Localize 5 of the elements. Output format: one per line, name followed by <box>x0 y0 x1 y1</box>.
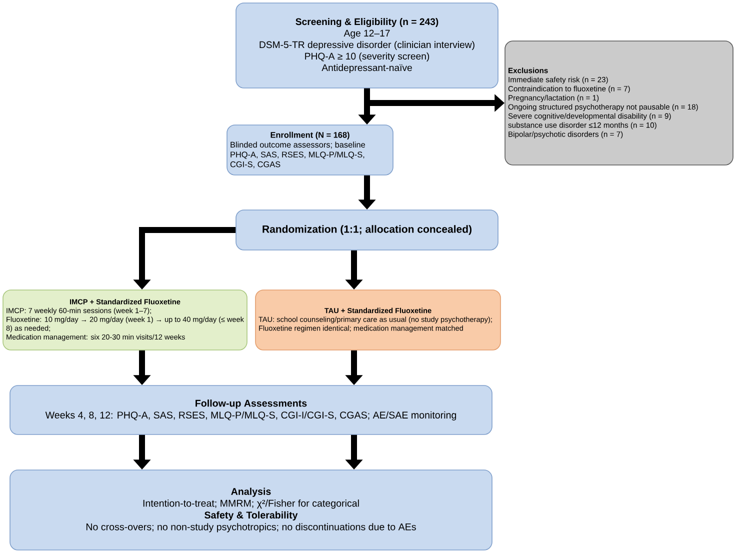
process-box: Randomization (1:1; allocation concealed) <box>236 210 498 250</box>
process-box: Screening & Eligibility (n = 243) Age 12–17 DSM-5-TR depressive disorder (clinician interview) PHQ-A ≥ 10 (severity screen) Antidepressant-naïve <box>236 2 498 88</box>
process-box: Enrollment (N = 168) Blinded outcome assessors; baseline PHQ-A, SAS, RSES, MLQ-P/MLQ-S, CGI-S, CGAS <box>226 124 394 176</box>
process-box: Follow-up Assessments Weeks 4, 8, 12: PHQ-A, SAS, RSES, MLQ-P/MLQ-S, CGI-I/CGI-S, CGAS; AE/SAE monitoring <box>10 385 492 435</box>
process-box: Analysis Intention-to-treat; MMRM; χ²/Fisher for categorical Safety & Tolerability No cross-overs; no non-study psychotropics; no discontinuations due to AEs <box>10 470 492 550</box>
